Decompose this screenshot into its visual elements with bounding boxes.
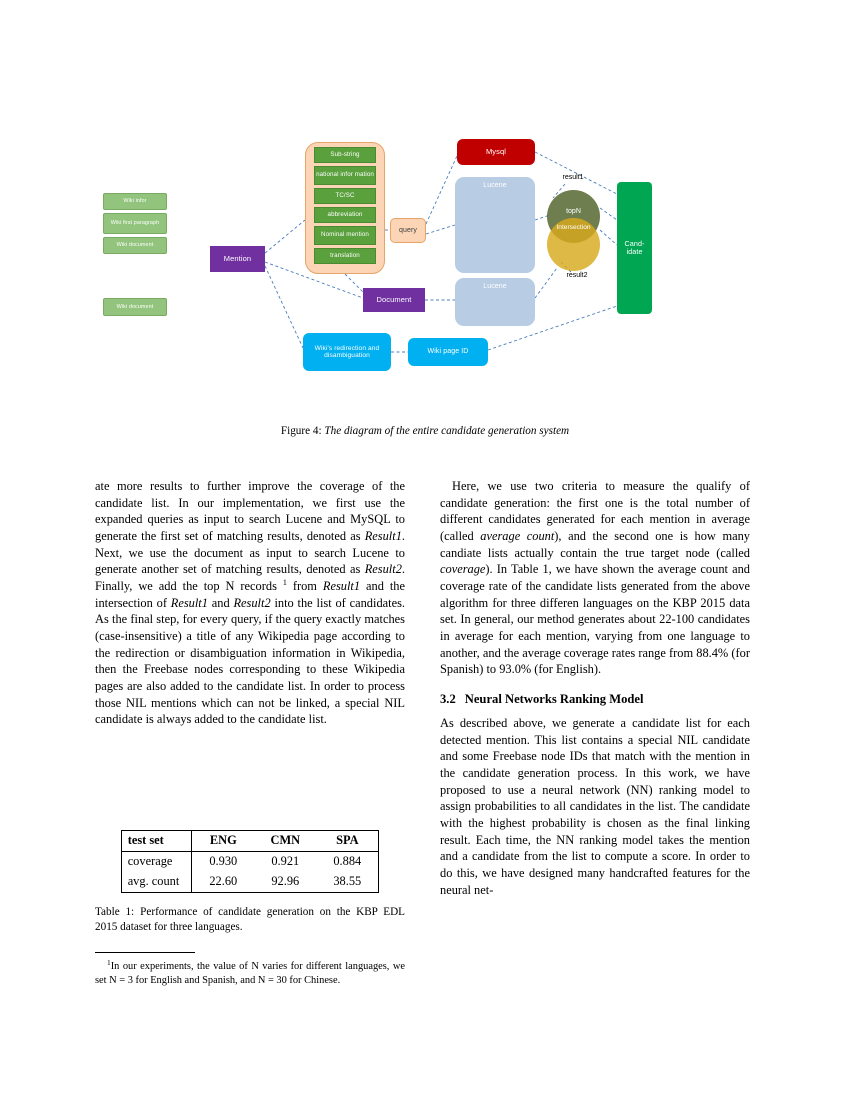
table-cell-coverage-spa: 0.884: [333, 854, 362, 868]
venn-circle-result2: [547, 218, 600, 271]
venn-label-result2: result2: [566, 272, 588, 279]
table-caption-text: Performance of candidate generation on t…: [95, 906, 405, 933]
table-header-row: test set ENG CMN SPA: [121, 830, 379, 852]
table-1-wrapper: test set ENG CMN SPA coverage 0.930 0.92…: [95, 830, 405, 893]
diagram-node-mysql: Mysql: [457, 139, 535, 165]
table-header-eng: ENG: [209, 833, 237, 847]
diagram-node-query: query: [390, 218, 426, 243]
wiki-redirection-label: Wiki's redirection and disambiguation: [314, 344, 380, 359]
candidate-generation-diagram: Mention Sub-string national infor mation…: [95, 120, 755, 380]
venn-label-result1: result1: [562, 174, 584, 181]
table-cell-coverage-eng: 0.930: [209, 854, 238, 868]
table-cell-avgcount-spa: 38.55: [333, 874, 362, 888]
candidate-label: Cand-idate: [624, 238, 645, 256]
footnote-separator: [95, 952, 195, 953]
lucene-top-item-wiki-infor: Wiki infor: [103, 193, 167, 210]
venn-label-topn: topN: [566, 208, 581, 215]
left-paragraph-1: ate more results to further improve the …: [95, 479, 405, 727]
expansion-item-sub-string: Sub-string: [314, 147, 376, 163]
lucene-bottom-item-wiki-document: Wiki document: [103, 298, 167, 316]
expansion-item-translation: translation: [314, 248, 376, 264]
footnote-marker: 1: [107, 957, 111, 967]
table-cell-coverage-cmn: 0.921: [271, 854, 300, 868]
table-cell-avgcount-eng: 22.60: [209, 874, 238, 888]
figure-caption-label: Figure 4:: [280, 425, 322, 437]
expansion-item-tc-sc: TC/SC: [314, 188, 376, 204]
lucene-bottom-label: Lucene: [483, 283, 507, 290]
table-1: test set ENG CMN SPA coverage 0.930 0.92…: [120, 830, 380, 893]
section-title: Neural Networks Ranking Model: [464, 692, 644, 707]
right-text-column: Here, we use two criteria to measure the…: [440, 478, 750, 898]
query-label: query: [398, 226, 417, 234]
figure-caption: Figure 4: The diagram of the entire cand…: [95, 425, 755, 437]
diagram-node-document: Document: [363, 288, 425, 312]
footnote-reference: 1: [282, 577, 287, 587]
table-caption-label: Table 1:: [95, 906, 135, 918]
wiki-page-id-label: Wiki page ID: [427, 348, 469, 356]
section-number: 3.2: [440, 692, 456, 707]
diagram-node-lucene-top: Lucene: [455, 177, 535, 273]
table-row: coverage 0.930 0.921 0.884: [121, 851, 379, 872]
table-row-label-coverage: coverage: [121, 851, 193, 872]
diagram-node-mention: Mention: [210, 246, 265, 272]
diagram-node-wiki-redirection: Wiki's redirection and disambiguation: [303, 333, 391, 371]
lucene-top-item-wiki-document: Wiki document: [103, 237, 167, 254]
footnote-text: In our experiments, the value of N varie…: [95, 961, 405, 986]
diagram-node-candidate: Cand-idate: [617, 182, 652, 314]
mention-label: Mention: [223, 253, 252, 263]
mysql-label: Mysql: [485, 146, 507, 156]
diagram-node-lucene-bottom: Lucene: [455, 278, 535, 326]
table-row: avg. count 22.60 92.96 38.55: [121, 872, 379, 893]
expansion-item-abbreviation: abbreviation: [314, 207, 376, 223]
left-text-column: ate more results to further improve the …: [95, 478, 405, 728]
table-cell-avgcount-cmn: 92.96: [271, 874, 300, 888]
table-header-test-set: test set: [121, 830, 193, 852]
lucene-top-label: Lucene: [483, 182, 507, 189]
table-header-spa: SPA: [336, 833, 359, 847]
table-1-caption: Table 1:Performance of candidate generat…: [95, 905, 405, 935]
footnote-1: 1In our experiments, the value of N vari…: [95, 957, 405, 988]
document-label: Document: [376, 294, 412, 304]
table-row-label-avg-count: avg. count: [121, 872, 193, 893]
lucene-top-item-wiki-first-paragraph: Wiki first paragraph: [103, 213, 167, 234]
expansion-item-nominal-mention: Nominal mention: [314, 226, 376, 245]
right-paragraph-1: Here, we use two criteria to measure the…: [440, 479, 750, 677]
figure-4: Mention Sub-string national infor mation…: [95, 120, 755, 437]
right-paragraph-2: As described above, we generate a candid…: [440, 716, 750, 897]
diagram-node-wiki-page-id: Wiki page ID: [408, 338, 488, 366]
section-heading-3-2: 3.2 Neural Networks Ranking Model: [440, 691, 750, 708]
figure-caption-text: The diagram of the entire candidate gene…: [324, 425, 570, 437]
table-header-cmn: CMN: [270, 833, 301, 847]
expansion-item-national-information: national infor mation: [314, 166, 376, 185]
venn-label-intersection: Intersection: [556, 224, 591, 231]
